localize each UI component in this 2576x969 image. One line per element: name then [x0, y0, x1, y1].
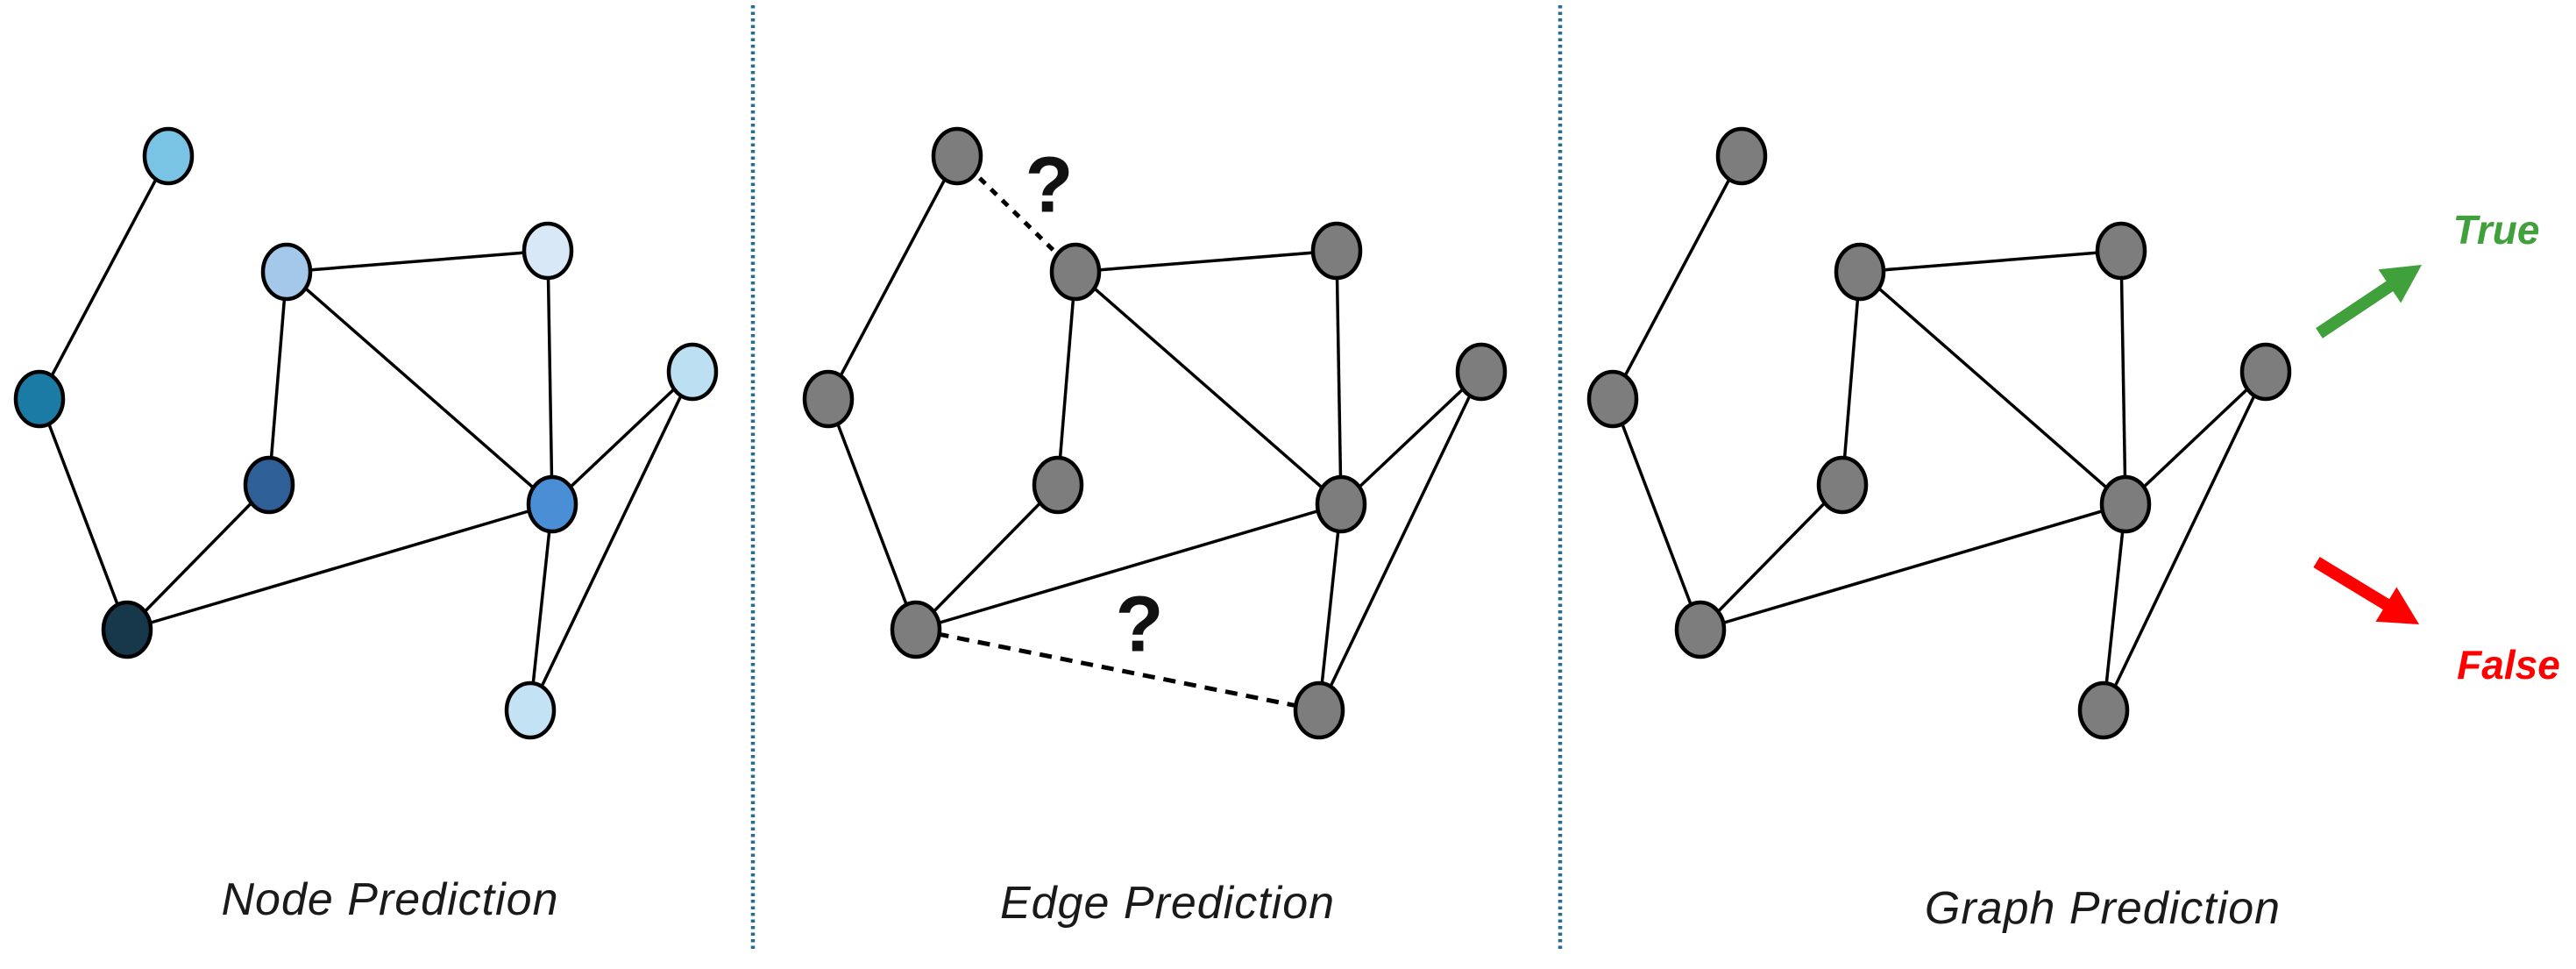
graph-prediction-true-arrow-head	[2378, 265, 2422, 303]
node-prediction-edge-top-right-hub	[546, 250, 554, 505]
node-prediction-edge-far-right-bottom-right	[529, 371, 694, 711]
graph-prediction-node-bottom-right	[2077, 680, 2130, 740]
node-prediction-node-left	[13, 369, 66, 429]
graph-prediction-edge-bottom-left-hub	[1700, 502, 2126, 631]
node-prediction-node-bottom-right	[504, 680, 557, 740]
edge-prediction-edge-far-right-bottom-right	[1317, 371, 1483, 711]
graph-prediction-node-bottom-left	[1674, 600, 1727, 659]
caption-graph-prediction: Graph Prediction	[1924, 883, 2281, 934]
graph-prediction-node-middle	[1816, 455, 1869, 515]
edge-prediction-node-middle	[1032, 455, 1084, 515]
question-mark-candidate-edge-top: ?	[1025, 141, 1074, 230]
node-prediction-edge-hub-bottom-right	[529, 503, 554, 711]
edge-prediction-node-top	[931, 126, 983, 186]
edge-prediction-edge-left-bottom-left	[827, 398, 918, 631]
edge-prediction-edge-hub-bottom-right	[1317, 503, 1343, 711]
graph-prediction-node-top	[1715, 126, 1768, 186]
node-prediction-edge-upper-middle-hub	[285, 270, 554, 506]
graph-prediction-true-arrow-shaft	[2316, 278, 2398, 338]
edge-prediction-edge-bottom-left-hub	[915, 502, 1342, 631]
graph-prediction-edge-hub-far-right	[2124, 370, 2267, 506]
false-label: False	[2457, 642, 2560, 688]
node-prediction-node-top-right	[522, 221, 574, 281]
edge-prediction-edge-hub-far-right	[1339, 370, 1483, 506]
node-prediction-node-far-right	[666, 342, 719, 402]
graph-prediction-edge-far-right-bottom-right	[2102, 371, 2267, 711]
graph-prediction-node-hub	[2099, 474, 2152, 534]
caption-node-prediction: Node Prediction	[221, 874, 559, 925]
edge-prediction-edge-bottom-left-middle	[914, 483, 1060, 631]
graph-prediction-node-upper-middle	[1834, 242, 1886, 302]
edge-prediction-edge-top-left	[827, 155, 959, 400]
graph-prediction-edge-upper-middle-hub	[1858, 270, 2127, 506]
edge-prediction-edge-top-right-hub	[1335, 250, 1343, 505]
graph-prediction-edge-left-bottom-left	[1611, 398, 1702, 631]
node-prediction-edge-upper-middle-top-right	[286, 249, 549, 274]
graph-prediction-false-arrow-shaft	[2313, 557, 2395, 613]
node-prediction-edge-bottom-left-middle	[125, 483, 271, 631]
edge-prediction-node-hub	[1315, 474, 1367, 534]
node-prediction-edge-top-left	[38, 155, 170, 400]
graph-prediction-node-top-right	[2095, 221, 2147, 281]
edge-prediction-node-upper-middle	[1049, 242, 1102, 302]
edge-prediction-node-top-right	[1310, 221, 1363, 281]
edge-prediction-edge-upper-middle-top-right	[1075, 249, 1338, 274]
edge-prediction-candidate-edge-top-upper-middle	[955, 154, 1077, 274]
node-prediction-edge-hub-far-right	[550, 370, 694, 506]
edge-prediction-edge-middle-upper-middle	[1056, 271, 1077, 486]
node-prediction-edge-middle-upper-middle	[267, 271, 288, 486]
question-mark-candidate-edge-bottom: ?	[1115, 581, 1164, 669]
graph-prediction-edge-hub-bottom-right	[2102, 503, 2127, 711]
graph-prediction-edge-middle-upper-middle	[1841, 271, 1862, 486]
graph-prediction-node-far-right	[2239, 342, 2292, 402]
graph-prediction-edge-upper-middle-top-right	[1859, 249, 2122, 274]
edge-prediction-node-bottom-left	[890, 600, 942, 659]
graph-prediction-edge-top-left	[1611, 155, 1743, 400]
edge-prediction-node-far-right	[1455, 342, 1508, 402]
graph-prediction-edge-top-right-hub	[2119, 250, 2127, 505]
node-prediction-node-upper-middle	[260, 242, 313, 302]
graph-prediction-node-left	[1586, 369, 1639, 429]
edge-prediction-edge-upper-middle-hub	[1074, 270, 1343, 506]
node-prediction-edge-left-bottom-left	[38, 398, 129, 631]
caption-edge-prediction: Edge Prediction	[999, 878, 1336, 929]
node-prediction-node-hub	[526, 474, 578, 534]
node-prediction-node-bottom-left	[101, 600, 153, 659]
node-prediction-node-top	[142, 126, 195, 186]
edge-prediction-candidate-edge-bottom-left-bottom-right	[915, 627, 1320, 713]
edge-prediction-node-left	[802, 369, 855, 429]
edge-prediction-node-bottom-right	[1293, 680, 1345, 740]
graph-prediction-edge-bottom-left-middle	[1699, 483, 1844, 631]
graph-prediction-false-arrow-head	[2375, 587, 2419, 624]
node-prediction-edge-bottom-left-hub	[126, 502, 553, 631]
true-label: True	[2452, 207, 2540, 253]
node-prediction-node-middle	[243, 455, 295, 515]
